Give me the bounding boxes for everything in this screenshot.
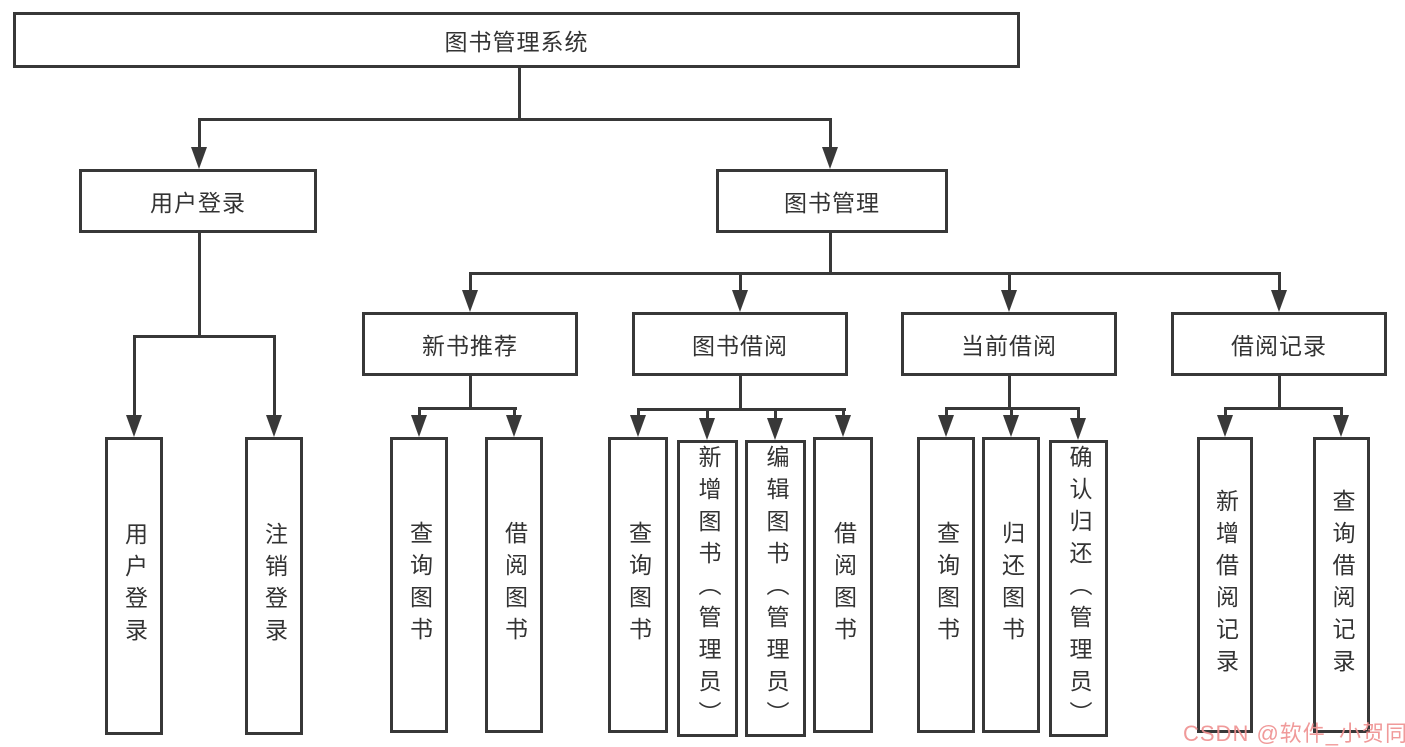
arrow-down-icon	[191, 147, 207, 169]
connector-book-mgmt-drop-4	[1278, 272, 1281, 293]
connector-book-mgmt-drop-1	[469, 272, 472, 293]
connector-root-rail	[198, 118, 832, 121]
node-leaf-query-books-recommend-label: 查询图书	[406, 521, 433, 649]
node-leaf-confirm-return-admin: 确认归还（管理员）	[1049, 440, 1108, 737]
arrow-down-icon	[767, 418, 783, 440]
connector-records-rail	[1224, 407, 1343, 410]
connector-borrowing-drop-2	[706, 408, 709, 420]
node-leaf-query-books-borrowing-label: 查询图书	[625, 521, 652, 649]
connector-new-book-stem	[469, 376, 472, 407]
node-current-borrowing: 当前借阅	[901, 312, 1117, 376]
node-book-borrowing: 图书借阅	[632, 312, 848, 376]
node-borrow-records-label: 借阅记录	[1231, 333, 1327, 359]
node-leaf-borrow-books-borrowing-label: 借阅图书	[830, 521, 857, 649]
connector-book-mgmt-rail	[469, 272, 1281, 275]
connector-borrowing-drop-1	[637, 408, 640, 418]
arrow-down-icon	[732, 290, 748, 312]
connector-book-mgmt-drop-3	[1008, 272, 1011, 293]
node-leaf-confirm-return-admin-label: 确认归还（管理员）	[1066, 444, 1092, 733]
connector-user-login-drop-2	[273, 335, 276, 418]
connector-current-stem	[1008, 376, 1011, 407]
node-leaf-edit-book-admin: 编辑图书（管理员）	[745, 440, 806, 737]
connector-records-drop-1	[1224, 407, 1227, 418]
connector-records-drop-2	[1340, 407, 1343, 418]
connector-root-drop-left	[198, 118, 201, 150]
node-current-borrowing-label: 当前借阅	[961, 333, 1057, 359]
node-book-management-label: 图书管理	[784, 190, 880, 216]
arrow-down-icon	[699, 418, 715, 440]
connector-borrowing-drop-3	[774, 408, 777, 420]
node-leaf-query-books-recommend: 查询图书	[390, 437, 448, 733]
arrow-down-icon	[1003, 415, 1019, 437]
connector-user-login-rail	[133, 335, 276, 338]
node-leaf-query-books-borrowing: 查询图书	[608, 437, 668, 733]
arrow-down-icon	[938, 415, 954, 437]
node-leaf-logout-label: 注销登录	[261, 522, 288, 650]
node-book-borrowing-label: 图书借阅	[692, 333, 788, 359]
connector-current-drop-1	[945, 407, 948, 418]
arrow-down-icon	[462, 290, 478, 312]
watermark-text: CSDN @软件_小贺同学	[1183, 721, 1405, 746]
node-leaf-query-books-current-label: 查询图书	[933, 521, 960, 649]
node-leaf-add-borrow-record-label: 新增借阅记录	[1212, 489, 1239, 681]
connector-current-drop-2	[1010, 407, 1013, 418]
arrow-down-icon	[126, 415, 142, 437]
node-new-book-recommend: 新书推荐	[362, 312, 578, 376]
node-leaf-edit-book-admin-label: 编辑图书（管理员）	[763, 444, 789, 733]
node-user-login: 用户登录	[79, 169, 317, 233]
arrow-down-icon	[822, 147, 838, 169]
connector-book-mgmt-drop-2	[739, 272, 742, 293]
arrow-down-icon	[1333, 415, 1349, 437]
arrow-down-icon	[835, 415, 851, 437]
node-leaf-user-login: 用户登录	[105, 437, 163, 735]
connector-root-drop-right	[829, 118, 832, 150]
arrow-down-icon	[506, 415, 522, 437]
node-user-login-label: 用户登录	[150, 190, 246, 216]
node-leaf-borrow-books-recommend-label: 借阅图书	[501, 521, 528, 649]
connector-current-drop-3	[1077, 407, 1080, 420]
node-leaf-query-borrow-record: 查询借阅记录	[1313, 437, 1370, 733]
node-leaf-logout: 注销登录	[245, 437, 303, 735]
connector-records-stem	[1278, 376, 1281, 407]
node-library-system: 图书管理系统	[13, 12, 1020, 68]
node-borrow-records: 借阅记录	[1171, 312, 1387, 376]
node-leaf-borrow-books-borrowing: 借阅图书	[813, 437, 873, 733]
connector-root-stem	[518, 68, 521, 118]
connector-user-login-drop-1	[133, 335, 136, 418]
arrow-down-icon	[411, 415, 427, 437]
node-leaf-user-login-label: 用户登录	[121, 522, 148, 650]
connector-borrowing-stem	[739, 376, 742, 408]
node-leaf-add-book-admin-label: 新增图书（管理员）	[695, 444, 721, 733]
connector-new-book-drop-2	[513, 407, 516, 418]
arrow-down-icon	[1271, 290, 1287, 312]
arrow-down-icon	[630, 415, 646, 437]
node-leaf-return-book-label: 归还图书	[998, 521, 1025, 649]
connector-new-book-drop-1	[418, 407, 421, 418]
node-library-system-label: 图书管理系统	[444, 29, 589, 55]
arrow-down-icon	[1070, 418, 1086, 440]
arrow-down-icon	[266, 415, 282, 437]
node-leaf-add-book-admin: 新增图书（管理员）	[677, 440, 738, 737]
connector-borrowing-drop-4	[842, 408, 845, 418]
node-leaf-query-books-current: 查询图书	[917, 437, 975, 733]
arrow-down-icon	[1217, 415, 1233, 437]
arrow-down-icon	[1001, 290, 1017, 312]
node-leaf-add-borrow-record: 新增借阅记录	[1197, 437, 1253, 733]
node-leaf-query-borrow-record-label: 查询借阅记录	[1329, 489, 1355, 681]
connector-new-book-rail	[418, 407, 517, 410]
connector-book-mgmt-stem	[829, 233, 832, 272]
connector-borrowing-rail	[637, 408, 846, 411]
node-leaf-return-book: 归还图书	[982, 437, 1040, 733]
node-book-management: 图书管理	[716, 169, 948, 233]
node-leaf-borrow-books-recommend: 借阅图书	[485, 437, 543, 733]
connector-user-login-stem	[198, 233, 201, 335]
node-new-book-recommend-label: 新书推荐	[422, 333, 518, 359]
